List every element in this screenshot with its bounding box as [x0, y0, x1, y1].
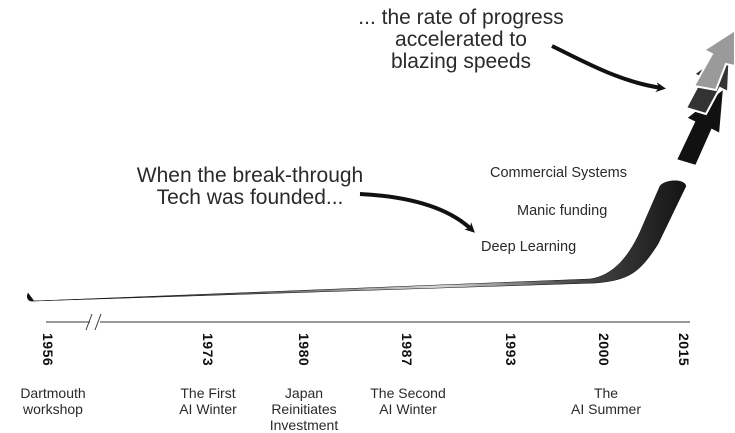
stage-label-manic-funding: Manic funding — [517, 203, 608, 219]
annotation-middle: When the break-through Tech was founded.… — [116, 165, 384, 209]
event-line: Investment — [269, 417, 339, 433]
year-2015: 2015 — [676, 333, 692, 367]
event-dartmouth-workshop: Dartmouth workshop — [3, 385, 103, 417]
axis-break-mark — [94, 313, 102, 331]
event-line: Reinitiates — [271, 401, 337, 417]
year-1973: 1973 — [200, 333, 216, 367]
event-line: The — [593, 385, 619, 401]
annotation-top: ... the rate of progress accelerated to … — [346, 7, 576, 73]
annotation-top-line: accelerated to — [395, 28, 527, 51]
year-1980: 1980 — [296, 333, 312, 367]
event-line: The First — [180, 385, 236, 401]
event-line: AI Winter — [179, 401, 237, 417]
axis-break-mark — [85, 313, 93, 331]
stage-label-deep-learning: Deep Learning — [481, 239, 577, 255]
annotation-arrow-middle — [359, 192, 475, 233]
growth-curve — [27, 180, 687, 302]
event-japan-reinitiates-investment: Japan Reinitiates Investment — [256, 385, 352, 433]
year-2000: 2000 — [596, 333, 612, 367]
annotation-middle-line: When the break-through — [136, 164, 364, 187]
timeline-axis — [46, 313, 690, 331]
event-line: Japan — [284, 385, 324, 401]
event-line: workshop — [23, 401, 83, 417]
stage-label-commercial-systems: Commercial Systems — [490, 165, 627, 181]
acceleration-arrows — [674, 28, 735, 168]
event-second-ai-winter: The Second AI Winter — [357, 385, 459, 417]
event-line: AI Summer — [570, 401, 641, 417]
event-line: Dartmouth — [20, 385, 86, 401]
annotation-top-line: blazing speeds — [390, 50, 532, 73]
year-1956: 1956 — [40, 333, 56, 367]
annotation-middle-line: Tech was founded... — [156, 186, 344, 209]
annotation-top-line: ... the rate of progress — [358, 6, 564, 29]
event-first-ai-winter: The First AI Winter — [160, 385, 256, 417]
annotation-arrow-top — [551, 44, 666, 93]
event-line: AI Winter — [379, 401, 437, 417]
event-ai-summer: The AI Summer — [556, 385, 656, 417]
year-1987: 1987 — [399, 333, 415, 367]
year-1993: 1993 — [503, 333, 519, 367]
event-line: The Second — [370, 385, 446, 401]
